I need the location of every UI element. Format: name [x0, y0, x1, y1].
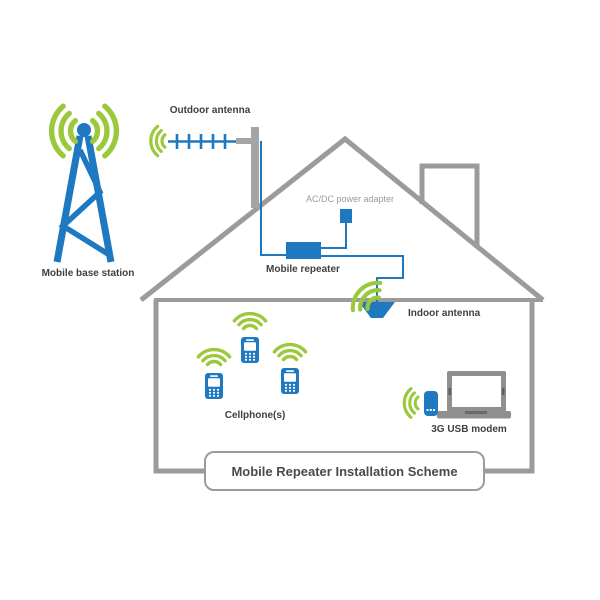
signal-waves-icon [93, 106, 117, 156]
mobile-repeater-label: Mobile repeater [266, 264, 340, 275]
cell-tower-icon [53, 123, 115, 263]
cellphone-icon [281, 368, 299, 394]
ceiling-antenna-icon [359, 302, 395, 318]
yagi-antenna-icon [168, 134, 240, 149]
mobile-base-station-label: Mobile base station [41, 268, 135, 279]
chimney [419, 163, 480, 248]
signal-waves-icon [149, 124, 167, 158]
scheme-title: Mobile Repeater Installation Scheme [231, 463, 458, 479]
mast-icon [251, 127, 259, 208]
antenna-to-repeater-cable [260, 141, 287, 256]
right-wall [484, 300, 535, 474]
outdoor-antenna-label: Outdoor antenna [169, 105, 251, 116]
signal-waves-icon [232, 311, 268, 331]
coax-cables [260, 141, 404, 302]
signal-waves-icon [196, 347, 232, 367]
indoor-antenna-label: Indoor antenna [408, 308, 481, 319]
repeater-to-indoor-antenna-cable [321, 255, 404, 302]
scheme-title-box: Mobile Repeater Installation Scheme [204, 451, 485, 491]
laptop-icon [437, 371, 511, 419]
antenna-bracket [236, 138, 253, 144]
usb-modem-label: 3G USB modem [431, 424, 507, 435]
left-wall [153, 300, 206, 474]
power-adapter-icon [340, 209, 352, 223]
cellphone-icon [241, 337, 259, 363]
signal-waves-icon [272, 342, 308, 362]
repeater-box-icon [286, 242, 321, 259]
signal-waves-icon [52, 106, 76, 156]
usb-dongle-icon [424, 391, 438, 416]
signal-waves-icon [402, 387, 420, 419]
house-outline [139, 135, 545, 474]
adapter-to-repeater-cable [321, 223, 347, 249]
cellphones-label: Cellphone(s) [224, 410, 286, 421]
cellphone-icon [205, 373, 223, 399]
ac-dc-power-adapter-label: AC/DC power adapter [305, 194, 395, 204]
